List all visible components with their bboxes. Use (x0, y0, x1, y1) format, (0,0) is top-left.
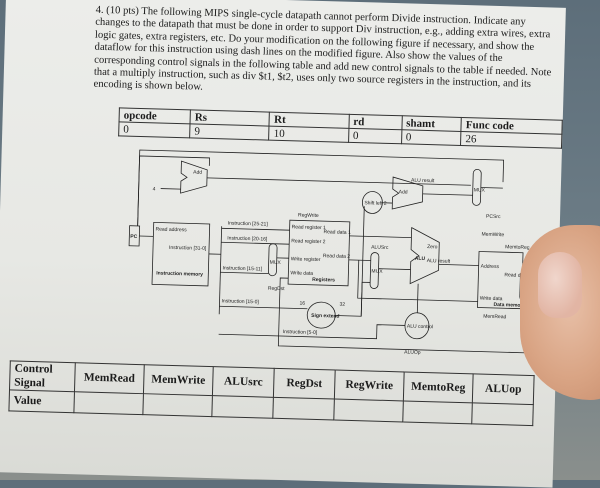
inst-5-0-label: Instruction [5-0] (283, 329, 318, 336)
question-number: 4. (95, 5, 103, 16)
control-signal-table: Control Signal MemRead MemWrite ALUsrc R… (8, 360, 534, 426)
pcsrc-label: PCSrc (486, 214, 501, 220)
four-label: 4 (153, 186, 156, 192)
encoding-value-cell: 9 (190, 124, 270, 140)
aluop-label: ALUOp (404, 349, 421, 355)
instruction-memory-label: Instruction memory (156, 270, 203, 277)
question-text: 4. (10 pts) The following MIPS single-cy… (93, 5, 555, 105)
pcsrc-mux-label: MUX (474, 187, 486, 193)
add-label: Add (193, 169, 202, 175)
regdst-label: RegDst (268, 286, 285, 292)
sixteen-label: 16 (299, 300, 305, 306)
rs-wire (222, 228, 290, 230)
encoding-value-cell: 0 (119, 122, 191, 138)
alu-control-label: ALU control (407, 324, 433, 331)
control-signal-row-label: Control Signal (10, 361, 76, 392)
sign-to-shift-wire (361, 206, 364, 316)
alusrc-mux-label: MUX (371, 268, 383, 274)
registers-label: Registers (312, 277, 335, 284)
control-value-cell[interactable] (334, 399, 404, 422)
shift-left-label: Shift left 2 (364, 200, 387, 207)
thumbnail-photo (538, 252, 582, 318)
control-header-cell: RegWrite (334, 370, 404, 401)
control-value-cell[interactable] (273, 397, 335, 420)
inst-15-0-label: Instruction [15-0] (221, 298, 259, 305)
branch-target-wire (423, 194, 473, 195)
control-header-cell: ALUsrc (212, 367, 274, 398)
read-data-2-label: Read data 2 (323, 253, 351, 260)
control-value-cell[interactable] (212, 396, 274, 419)
control-header-cell: MemWrite (143, 365, 213, 396)
write-data-label: Write data (290, 270, 313, 277)
encoding-value-cell: 0 (348, 128, 401, 143)
encoding-value-cell: 26 (461, 131, 562, 148)
alu-label: ALU (415, 256, 426, 262)
inst-15-11-label: Instruction [15-11] (222, 265, 262, 272)
control-header-cell: ALUop (472, 374, 534, 405)
read-address-label: Read address (155, 226, 187, 233)
alu-result-label: ALU result (427, 258, 451, 265)
add-alu-label: Add (399, 189, 408, 195)
address-label: Address (481, 264, 500, 271)
imm-wire (219, 306, 307, 308)
read-data-1-wire (349, 236, 411, 238)
alu-b-wire (379, 269, 411, 270)
pc-label: PC (130, 234, 137, 240)
regwrite-label: RegWrite (298, 212, 319, 219)
control-value-cell[interactable] (143, 394, 213, 417)
write-register-label: Write register (291, 256, 321, 263)
encoding-header-cell: rd (349, 114, 402, 129)
read-data-1-label: Read data 1 (323, 229, 351, 236)
sign-extend-label: Sign extend (311, 313, 340, 320)
control-header-cell: RegDst (273, 368, 335, 399)
read-data-2-wire (349, 260, 371, 261)
memread-label: MemRead (483, 314, 506, 321)
alu-result-top-label: ALU result (411, 178, 435, 185)
control-value-cell[interactable] (74, 392, 144, 415)
inst-20-16-label: Instruction [20-16] (227, 235, 268, 242)
control-value-row-label: Value (9, 390, 75, 413)
instruction-31-0-label: Instruction [31-0] (169, 245, 207, 252)
zero-label: Zero (427, 244, 438, 250)
control-header-cell: MemtoReg (403, 372, 473, 403)
rt-wire (221, 242, 289, 244)
control-value-cell[interactable] (403, 401, 473, 424)
control-header-cell: MemRead (74, 363, 144, 394)
read-register-1-label: Read register 1 (292, 224, 327, 231)
memtoreg-label: MemtoReg (505, 244, 530, 251)
four-wire (161, 189, 181, 190)
memwrite-label: MemWrite (481, 232, 504, 239)
alusrc-label: ALUSrc (371, 244, 389, 250)
alu-control-wire (417, 284, 418, 313)
encoding-value-cell: 10 (269, 126, 349, 142)
sign-extend-out-wire (335, 282, 370, 317)
rd-wire (220, 272, 268, 273)
inst-25-21-label: Instruction [25-21] (228, 220, 269, 227)
worksheet-page: 4. (10 pts) The following MIPS single-cy… (0, 0, 566, 488)
datapath-diagram: Add 4 Add ALU result Shift left 2 PCSrc … (106, 141, 532, 371)
thirtytwo-label: 32 (339, 302, 345, 308)
pc-adder-shape (181, 161, 208, 194)
read-register-2-label: Read register 2 (291, 238, 326, 245)
mem-write-data-wire (358, 260, 479, 301)
regdst-mux-label: MUX (270, 260, 282, 266)
encoding-value-cell: 0 (401, 130, 461, 146)
control-value-cell[interactable] (472, 403, 534, 426)
question-body: (10 pts) The following MIPS single-cycle… (93, 5, 551, 93)
